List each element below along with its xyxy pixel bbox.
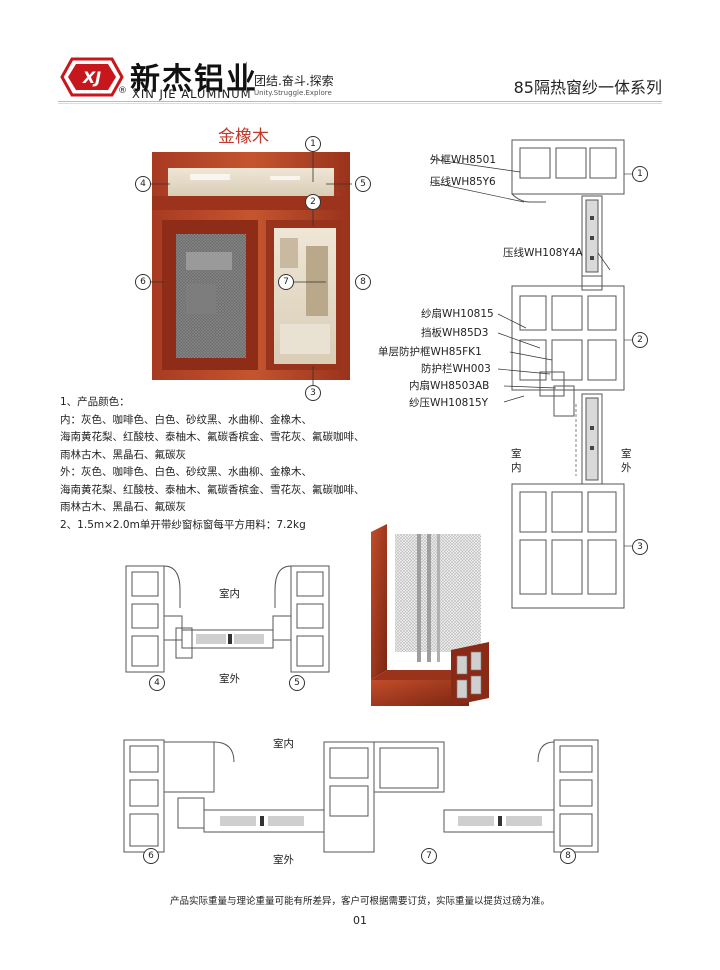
section-marker-1: 1 [632, 166, 648, 182]
marker-1: 1 [305, 136, 321, 152]
page-number: 01 [353, 914, 367, 927]
footer-note: 产品实际重量与理论重量可能有所差异，客户可根据需要订货，实际重量以提货过磅为准。 [169, 896, 550, 907]
desc-line: 海南黄花梨、红酸枝、泰柚木、氟碳香槟金、雪花灰、氟碳咖啡、 [60, 483, 365, 496]
label-inner-sash: 内扇WH8503AB [409, 380, 490, 392]
section-marker-3: 3 [632, 539, 648, 555]
desc-line: 2、1.5m×2.0m单开带纱窗标窗每平方用料：7.2kg [60, 518, 306, 531]
label-screen-bead: 纱压WH10815Y [409, 397, 489, 409]
product-description: 1、产品颜色： 内：灰色、咖啡色、白色、砂纹黑、水曲柳、金橡木、 海南黄花梨、红… [60, 394, 390, 534]
room-label-outdoor-1: 室外 [219, 673, 240, 685]
section-marker-7: 7 [421, 848, 437, 864]
section-marker-5: 5 [289, 675, 305, 691]
room-label-indoor-vertical: 室 内 [511, 448, 522, 474]
section-marker-6: 6 [143, 848, 159, 864]
room-label-indoor-2: 室内 [273, 738, 294, 750]
profile-3d-render [371, 524, 489, 706]
label-screen-sash: 纱扇WH10815 [421, 308, 494, 320]
registered-mark: ® [118, 86, 127, 96]
window-photo [150, 150, 352, 390]
label-bead-2: 压线WH108Y4A [503, 247, 583, 259]
brand-name-en: XIN JIE ALUMINUM [132, 87, 252, 101]
label-baffle: 挡板WH85D3 [421, 327, 489, 339]
label-outer-frame: 外框WH8501 [430, 154, 496, 166]
section-marker-8: 8 [560, 848, 576, 864]
desc-line: 1、产品颜色： [60, 396, 130, 408]
brand-name-cn: 新杰铝业 [130, 62, 258, 97]
marker-5: 5 [355, 176, 371, 192]
desc-line: 内：灰色、咖啡色、白色、砂纹黑、水曲柳、金橡木、 [60, 413, 312, 426]
desc-line: 雨林古木、黑晶石、氟碳灰 [60, 501, 186, 513]
finish-name: 金橡木 [218, 127, 269, 147]
logo-text: XJ [82, 68, 101, 87]
section-marker-4: 4 [149, 675, 165, 691]
label-guard-frame: 单层防护框WH85FK1 [378, 346, 482, 358]
section-drawing-4-5 [125, 565, 330, 673]
slogan-en: Unity.Struggle.Explore [254, 89, 332, 97]
marker-7: 7 [278, 274, 294, 290]
room-label-indoor-1: 室内 [219, 588, 240, 600]
label-bead: 压线WH85Y6 [430, 176, 496, 188]
desc-line: 雨林古木、黑晶石、氟碳灰 [60, 448, 186, 461]
section-marker-2: 2 [632, 332, 648, 348]
marker-2: 2 [305, 194, 321, 210]
header-rule [58, 101, 662, 102]
label-leader-lines [429, 158, 611, 403]
marker-8: 8 [355, 274, 371, 290]
desc-line: 外：灰色、咖啡色、白色、砂纹黑、水曲柳、金橡木、 [60, 466, 312, 478]
vertical-section-drawing [511, 139, 632, 609]
label-guard-bar: 防护栏WH003 [421, 363, 491, 375]
marker-3: 3 [305, 385, 321, 401]
section-drawing-6-7-8 [123, 739, 599, 853]
marker-4: 4 [135, 176, 151, 192]
room-label-outdoor-vertical: 室 外 [621, 448, 632, 474]
header-rule-secondary [58, 103, 662, 104]
header-divider [246, 62, 247, 96]
series-title: 85隔热窗纱一体系列 [513, 78, 662, 97]
brand-logo: XJ [60, 57, 124, 97]
room-label-outdoor-2: 室外 [273, 854, 294, 866]
desc-line: 海南黄花梨、红酸枝、泰柚木、氟碳香槟金、雪花灰、氟碳咖啡、 [60, 431, 365, 443]
marker-6: 6 [135, 274, 151, 290]
slogan-cn: 团结.奋斗.探索 [254, 74, 334, 88]
